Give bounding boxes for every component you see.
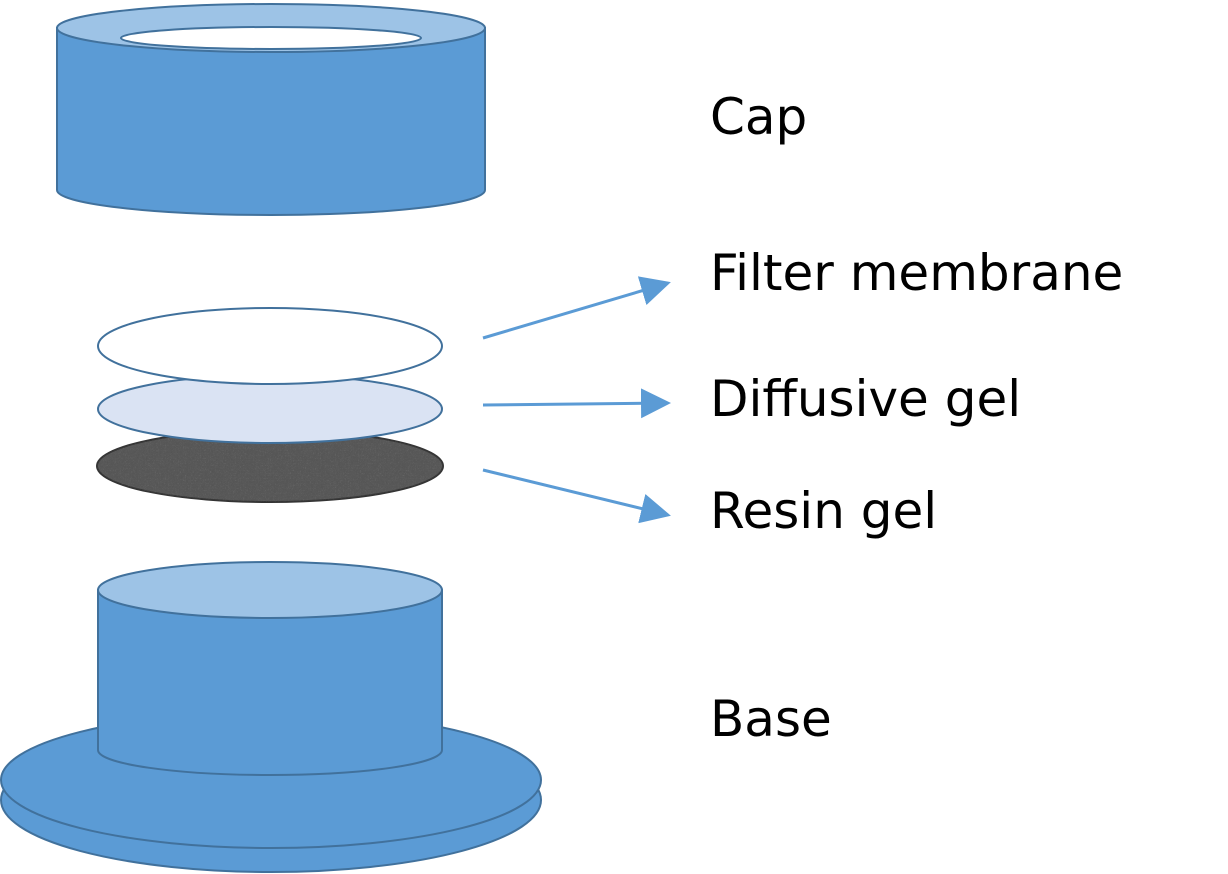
diffusive-gel-label: Diffusive gel xyxy=(710,370,1022,428)
diffusive-gel-arrow xyxy=(482,388,671,419)
base-shape xyxy=(0,561,542,873)
filter-membrane-arrow xyxy=(482,276,671,340)
cap-label: Cap xyxy=(710,88,808,146)
resin-gel-arrow xyxy=(482,468,671,524)
resin-gel-disc xyxy=(96,429,444,503)
cap-shape xyxy=(56,3,486,216)
resin-gel-label: Resin gel xyxy=(710,482,938,540)
filter-membrane-disc xyxy=(97,307,443,385)
diffusive-gel-disc xyxy=(97,374,443,444)
filter-membrane-label: Filter membrane xyxy=(710,244,1124,302)
base-label: Base xyxy=(710,690,832,748)
